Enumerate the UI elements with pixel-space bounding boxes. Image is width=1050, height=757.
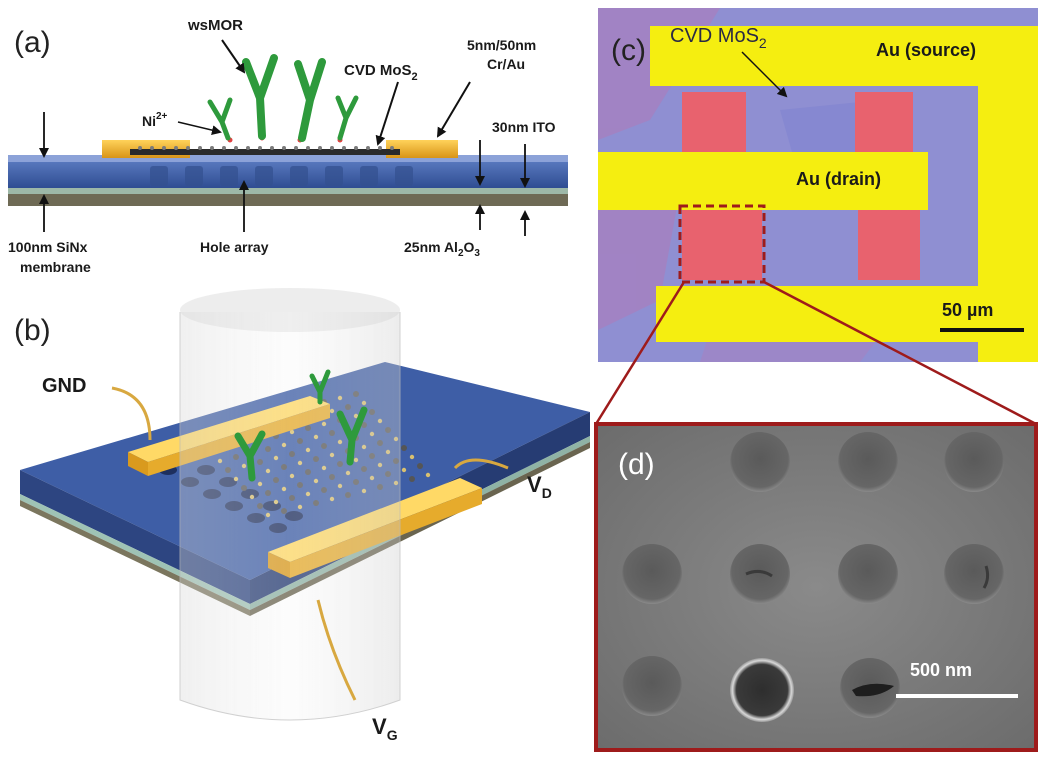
label-cvd-mos2-a: CVD MoS2 xyxy=(344,62,418,83)
sinx-membrane-layer xyxy=(8,160,568,188)
panel-d: (d) 500 nm xyxy=(594,422,1038,752)
panel-c-label: (c) xyxy=(611,34,646,67)
arrow-crau xyxy=(436,81,471,138)
source-electrode xyxy=(650,26,1038,362)
zoom-line-left xyxy=(594,281,686,425)
label-source: Au (source) xyxy=(876,40,976,60)
label-wsmor: wsMOR xyxy=(187,17,243,34)
label-ni: Ni2+ xyxy=(142,111,168,129)
panel-d-label: (d) xyxy=(618,448,655,481)
label-vd: VD xyxy=(527,472,552,501)
device-cross-section xyxy=(8,54,568,206)
ito-layer xyxy=(8,155,568,162)
label-sinx: 100nm SiNx xyxy=(8,239,88,255)
gnd-wire xyxy=(111,386,152,441)
zoom-region-box xyxy=(678,204,766,284)
hole-array-pits xyxy=(150,166,413,186)
panel-a-label: (a) xyxy=(14,26,51,59)
drain-electrode xyxy=(598,152,928,210)
sem-holes xyxy=(622,432,1004,722)
vg-wire xyxy=(316,599,357,701)
vd-wire xyxy=(453,458,509,470)
panel-a: (a) xyxy=(6,8,576,275)
antibodies-b xyxy=(234,369,368,482)
scale-label-d: 500 nm xyxy=(910,660,972,680)
mos2-layer xyxy=(130,149,400,155)
arrow-cvd-c xyxy=(741,51,788,98)
lattice-atom xyxy=(425,472,431,478)
panel-a-background xyxy=(6,8,576,266)
arrow-cvd-a xyxy=(375,81,399,146)
arrow-wsmor xyxy=(221,39,246,74)
label-al2o3: 25nm Al2O3 xyxy=(404,239,480,259)
wsmor-antibodies xyxy=(207,54,359,142)
channel-2 xyxy=(855,92,913,154)
lattice-atom xyxy=(417,463,423,469)
zoom-line-right xyxy=(763,280,1037,426)
label-crau: Cr/Au xyxy=(487,56,525,72)
panel-c: (c) CVD MoS2 Au (source) Au (drain) 50 µ… xyxy=(598,8,1038,362)
label-gnd: GND xyxy=(42,375,86,397)
label-ito: 30nm ITO xyxy=(492,119,556,135)
label-vg: VG xyxy=(372,714,398,743)
right-electrode xyxy=(386,140,458,158)
label-cvd-mos2-c: CVD MoS2 xyxy=(670,25,767,51)
lattice-atom xyxy=(409,454,415,460)
al2o3-layer xyxy=(8,186,568,194)
lattice-atom xyxy=(401,445,407,451)
channel-3 xyxy=(682,208,762,280)
panel-b-label: (b) xyxy=(14,314,51,347)
label-membrane: membrane xyxy=(20,259,91,275)
label-crau-thickness: 5nm/50nm xyxy=(467,37,536,53)
channel-4 xyxy=(858,208,920,280)
light-beam xyxy=(179,312,401,721)
channel-1 xyxy=(682,92,746,154)
arrow-ni xyxy=(177,121,222,136)
label-hole-array: Hole array xyxy=(200,239,269,255)
panel-b: (b) xyxy=(14,288,590,743)
lattice-atom xyxy=(401,467,407,473)
mos2-atoms xyxy=(138,146,394,150)
label-drain: Au (drain) xyxy=(796,169,881,189)
scale-label-c: 50 µm xyxy=(942,300,993,320)
lattice-atom xyxy=(409,476,415,482)
bottom-layer xyxy=(8,192,568,206)
